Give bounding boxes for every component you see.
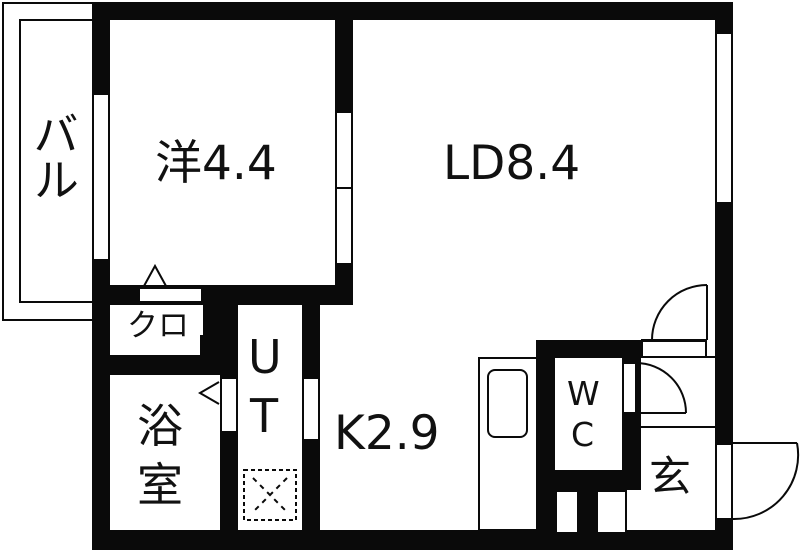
wall-closet-bottom bbox=[92, 355, 238, 375]
wall-bottom bbox=[92, 530, 733, 550]
door-bath bbox=[220, 377, 238, 433]
window-balcony bbox=[92, 93, 110, 261]
wall-closet-notch bbox=[200, 335, 210, 355]
room-label-bath-1: 浴 bbox=[137, 399, 183, 453]
room-label-ut-1: U bbox=[248, 330, 282, 384]
room-label-entrance: 玄 bbox=[649, 452, 692, 501]
door-entrance bbox=[715, 443, 733, 520]
wall-wc-bottom bbox=[536, 470, 641, 490]
wall-left bbox=[92, 2, 110, 550]
window-western-ld-lower bbox=[335, 187, 353, 265]
door-closet bbox=[138, 287, 203, 303]
room-label-wc-1: W bbox=[567, 374, 600, 413]
wall-wc-top bbox=[536, 340, 641, 358]
balcony-text: バル bbox=[26, 110, 80, 202]
wall-top bbox=[92, 2, 733, 20]
wall-wc-left bbox=[536, 340, 555, 530]
door-wc bbox=[622, 362, 637, 414]
storage-cell-right bbox=[596, 490, 627, 532]
door-ut bbox=[302, 377, 320, 441]
door-ld-hall bbox=[641, 340, 707, 358]
room-label-ut-2: T bbox=[250, 389, 279, 443]
wall-wc-pillar bbox=[578, 490, 597, 530]
room-label-western: 洋4.4 bbox=[155, 136, 277, 191]
wall-western-bottom bbox=[92, 285, 353, 305]
window-ld-right bbox=[715, 32, 733, 204]
room-label-balcony: バル bbox=[26, 110, 80, 202]
room-label-wc-2: C bbox=[571, 415, 595, 454]
room-label-bath-2: 室 bbox=[137, 458, 183, 512]
window-western-ld-upper bbox=[335, 111, 353, 189]
storage-cell-left bbox=[555, 490, 579, 532]
room-label-kitchen: K2.9 bbox=[334, 406, 440, 461]
room-label-closet: クロ bbox=[127, 308, 189, 344]
room-label-ld: LD8.4 bbox=[443, 136, 581, 191]
